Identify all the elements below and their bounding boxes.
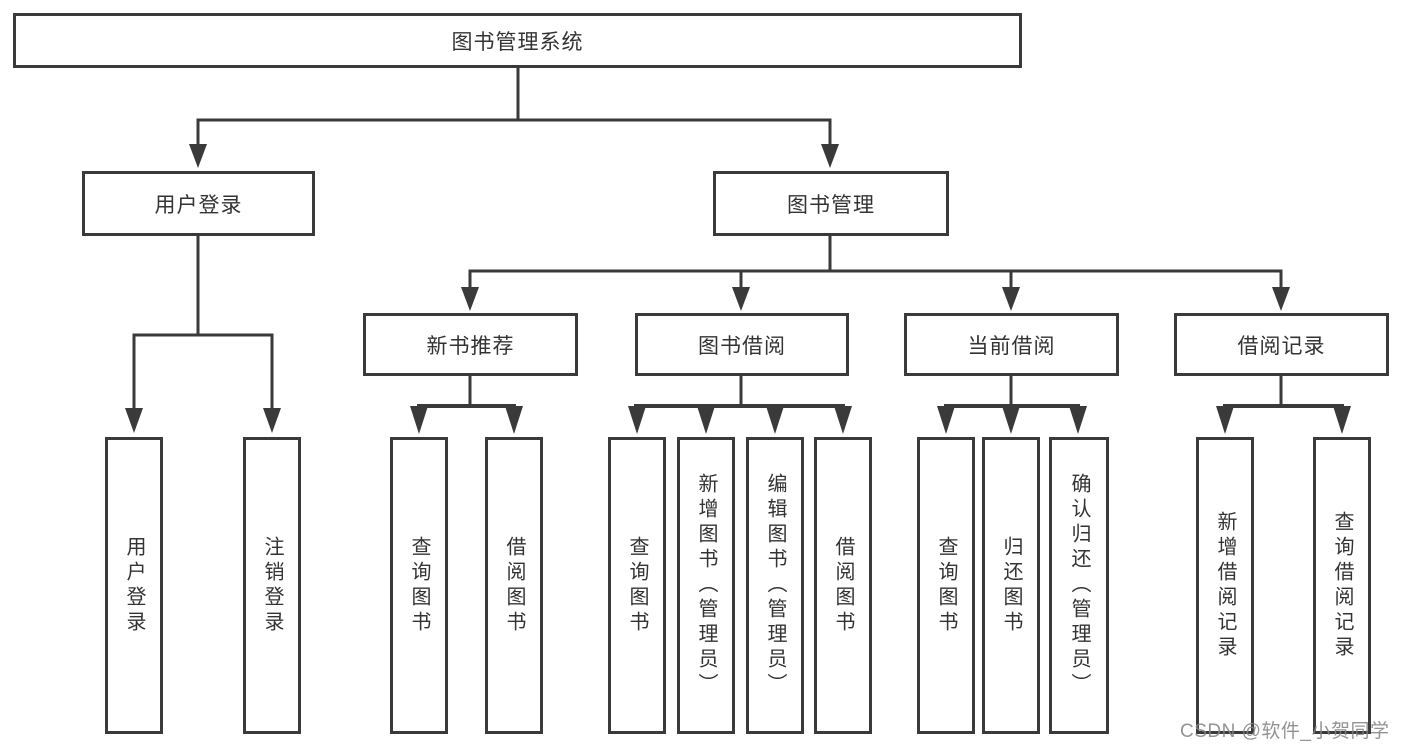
node-leaf-query-borrow-record-label: 查询借阅记录: [1331, 510, 1353, 661]
node-book-management: 图书管理: [713, 171, 949, 236]
node-leaf-query-book-current: 查询图书: [917, 437, 975, 734]
node-new-book-recommendation-label: 新书推荐: [426, 334, 515, 358]
node-borrowing-records-label: 借阅记录: [1237, 334, 1326, 358]
node-leaf-logout-label: 注销登录: [261, 535, 283, 636]
node-leaf-query-book-current-label: 查询图书: [935, 535, 957, 636]
node-leaf-edit-book-admin-label: 编辑图书（管理员）: [764, 473, 786, 698]
node-book-borrowing: 图书借阅: [635, 313, 849, 376]
node-book-borrowing-label: 图书借阅: [698, 334, 786, 358]
arrowheads: [125, 144, 1351, 434]
node-leaf-query-borrow-record: 查询借阅记录: [1313, 437, 1371, 734]
csdn-watermark: CSDN @软件_小贺同学: [1180, 721, 1390, 742]
node-current-borrowing-label: 当前借阅: [967, 334, 1056, 358]
node-borrowing-records: 借阅记录: [1174, 313, 1389, 376]
node-leaf-confirm-return-admin-label: 确认归还（管理员）: [1068, 473, 1090, 698]
node-library-management-system-label: 图书管理系统: [451, 30, 584, 54]
node-new-book-recommendation: 新书推荐: [363, 313, 578, 376]
node-leaf-add-book-admin-label: 新增图书（管理员）: [695, 473, 717, 698]
node-leaf-confirm-return-admin: 确认归还（管理员）: [1049, 437, 1109, 734]
node-leaf-query-book-borrowing-label: 查询图书: [626, 535, 648, 636]
node-leaf-query-book-borrowing: 查询图书: [608, 437, 666, 734]
node-book-management-label: 图书管理: [787, 193, 875, 217]
node-leaf-logout: 注销登录: [243, 437, 301, 734]
node-leaf-borrow-book: 借阅图书: [814, 437, 872, 734]
node-leaf-add-book-admin: 新增图书（管理员）: [677, 437, 735, 734]
node-leaf-edit-book-admin: 编辑图书（管理员）: [746, 437, 804, 734]
node-leaf-query-book-recommend-label: 查询图书: [408, 535, 430, 636]
node-user-login-label: 用户登录: [154, 193, 243, 217]
node-leaf-add-borrow-record-label: 新增借阅记录: [1214, 510, 1236, 661]
node-leaf-borrow-book-label: 借阅图书: [832, 535, 854, 636]
node-leaf-query-book-recommend: 查询图书: [390, 437, 448, 734]
node-leaf-borrow-book-recommend-label: 借阅图书: [503, 535, 525, 636]
node-leaf-add-borrow-record: 新增借阅记录: [1196, 437, 1254, 734]
node-library-management-system: 图书管理系统: [13, 13, 1022, 68]
node-current-borrowing: 当前借阅: [904, 313, 1119, 376]
node-leaf-return-book: 归还图书: [982, 437, 1040, 734]
node-leaf-return-book-label: 归还图书: [1000, 535, 1022, 636]
node-leaf-user-login-label: 用户登录: [123, 535, 145, 636]
node-leaf-user-login: 用户登录: [105, 437, 163, 734]
node-leaf-borrow-book-recommend: 借阅图书: [485, 437, 543, 734]
node-user-login: 用户登录: [82, 171, 315, 236]
